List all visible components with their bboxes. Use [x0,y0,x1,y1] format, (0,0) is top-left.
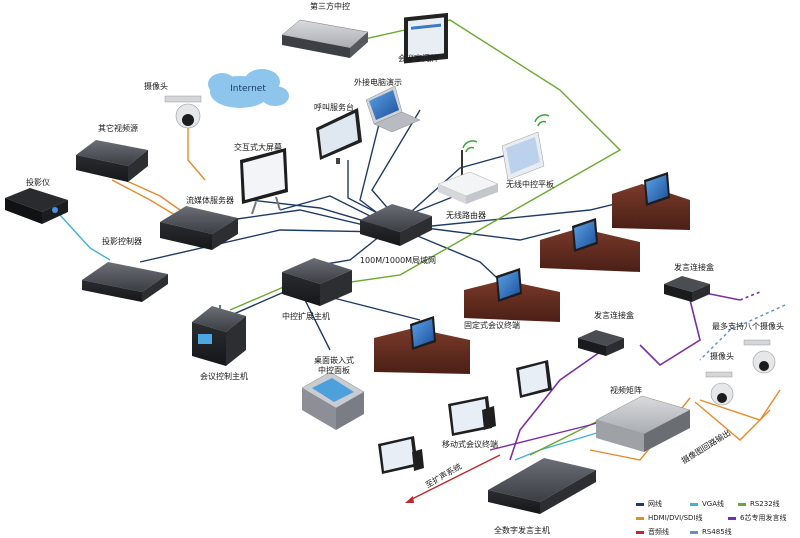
other-video-source [76,140,148,182]
video-matrix [595,395,691,452]
label-wireless-pad: 无线中控平板 [506,180,554,189]
label-switch: 100M/1000M局域网 [359,256,437,265]
legend-swatch [636,530,644,534]
label-streaming-server: 流媒体服务器 [186,196,234,205]
interactive-screen [240,148,288,215]
legend-swatch [728,516,736,520]
camera-right-2 [705,371,734,406]
conference-desks [374,184,690,374]
label-fixed-terminal: 固定式会议终端 [464,321,520,330]
wireless-router [437,150,499,204]
label-conf-host: 会议控制主机 [200,372,248,381]
desktop-panel [301,371,365,430]
label-expansion-host: 中控扩展主机 [282,312,330,321]
label-desktop-panel-1: 桌面嵌入式 [314,356,354,365]
label-projector-ctrl: 投影控制器 [102,237,142,246]
label-speech-box-left: 发言连接盒 [594,311,634,320]
wireless-pad [501,131,545,181]
label-door-screen: 会议室门牌 [398,54,438,63]
projector-controller [82,262,168,302]
label-call-service: 呼叫服务台 [314,103,354,112]
legend-swatch [690,530,698,534]
label-other-video: 其它视频源 [98,124,138,133]
speech-box-right [664,276,710,302]
label-video-matrix: 视频矩阵 [610,386,642,395]
legend-item-vga: VGA线 [690,500,724,509]
legend-swatch [636,502,644,506]
expansion-host [282,258,352,306]
cable-legend: 网线 VGA线 RS232线 HDMI/DVI/SDI线 6芯专用发言线 音频线… [634,498,794,538]
network-switch [360,204,432,246]
legend-swatch [690,502,698,506]
camera-right-1 [743,339,776,374]
conference-monitors [410,172,670,350]
label-speech-box-right: 发言连接盒 [674,263,714,272]
label-internet: Internet [230,84,266,94]
legend-swatch [636,516,644,520]
digital-speech-host [488,458,596,514]
label-camera-top: 摄像头 [144,82,168,91]
legend-item-network: 网线 [636,500,662,509]
label-digital-host: 全数字发言主机 [494,526,550,535]
mobile-terminals [378,360,552,474]
label-external-pc: 外接电脑演示 [354,78,402,87]
label-eight-cameras: 最多支持八个摄像头 [712,322,784,331]
label-projector: 投影仪 [26,178,50,187]
legend-item-rs485: RS485线 [690,528,732,537]
wifi-signal-icon [462,114,550,153]
call-service-monitor [316,108,362,164]
legend-swatch [738,502,746,506]
rs485-cables [699,304,786,361]
streaming-server [160,206,238,250]
label-third-party: 第三方中控 [310,2,350,11]
speech-box-left [578,330,624,356]
projector [5,188,68,224]
conference-control-host [192,306,246,366]
label-mobile-terminal: 移动式会议终端 [442,440,498,449]
legend-item-rs232: RS232线 [738,500,780,509]
third-party-controller [281,19,369,58]
legend-item-audio: 音频线 [636,528,669,537]
external-pc-laptop [365,85,421,133]
internet-cloud [208,69,289,108]
audio-cables [405,454,501,503]
label-camera-right: 摄像头 [710,352,734,361]
camera-top [164,95,202,129]
legend-item-speech: 6芯专用发言线 [728,514,786,523]
label-desktop-panel-2: 中控面板 [318,366,350,375]
door-screen-monitor [404,12,448,64]
legend-item-hdmi: HDMI/DVI/SDI线 [636,514,703,523]
label-interactive-screen: 交互式大屏幕 [234,143,282,152]
label-wireless-router: 无线路由器 [446,211,486,220]
